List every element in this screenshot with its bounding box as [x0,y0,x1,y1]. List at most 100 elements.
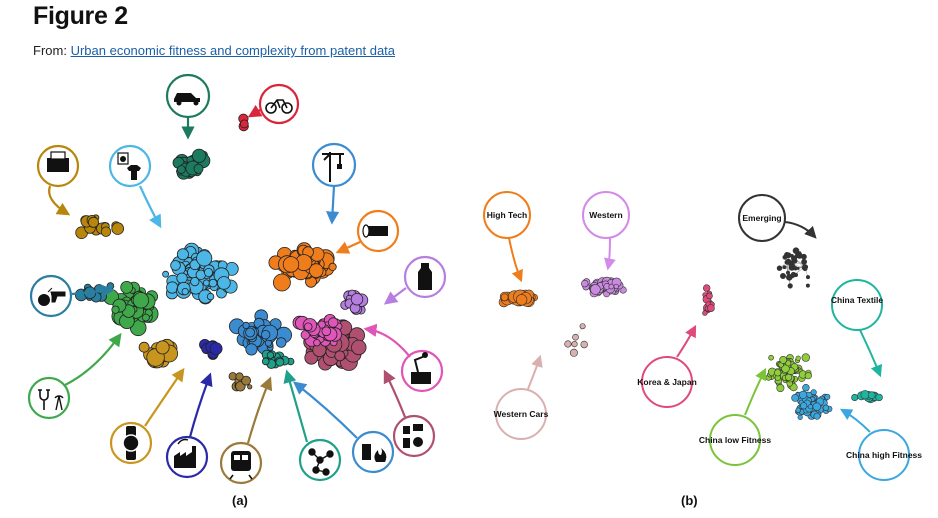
machinery-node [190,276,200,287]
bomb-gun-icon [29,274,115,318]
korea-japan-node [707,304,715,312]
callout-china-high-fitness: China high Fitness [839,408,922,481]
callout-china-high-fitness-label: China high Fitness [846,450,922,460]
china-low-node [768,354,774,361]
high-tech-node [500,293,509,302]
emerging-node [776,265,783,271]
emerging-node [805,283,810,288]
china-high-node [812,402,821,411]
bottle-icon [383,255,447,305]
electrical-node [141,313,150,322]
china-low-node [776,383,785,392]
callout-emerging-label: Emerging [742,213,781,223]
china-high-node [798,390,808,400]
callout-korea-japan: Korea & Japan [637,324,697,408]
emerging-node [785,270,790,275]
china-textile-node [875,393,883,402]
washing-machine-shirt-icon [108,144,162,229]
machinery-node [176,272,188,284]
printer-node [88,216,100,228]
figure-title: Figure 2 [33,2,128,30]
callout-china-low-fitness-label: China low Fitness [699,435,772,445]
panel-b-callouts: High Tech Western Emerging China Textile… [483,191,922,481]
fire-canister-icon [292,381,395,474]
machinery-node [170,260,181,271]
machinery-node [208,278,218,288]
emerging-node [792,258,798,264]
weapons-node [106,282,115,290]
machinery-node [176,248,189,261]
emerging-node [794,253,800,258]
fabric-roll-icon [335,209,400,254]
china-high-node [822,404,830,411]
food-node [334,350,346,362]
molecules-node [261,357,270,366]
china-low-node [784,373,793,382]
molecules-node [266,351,275,359]
car-node [192,148,207,163]
china-low-node [779,355,788,364]
textile-node [282,256,300,273]
train-icon [219,376,273,485]
panel-b-nodes [498,247,883,420]
emerging-node [782,265,787,270]
emerging-node [785,273,793,281]
emerging-node [787,283,793,289]
source-prefix: From: [33,43,67,58]
emerging-node [790,271,797,278]
car-node [176,165,186,174]
electrical-node [132,292,150,309]
car-node [193,163,204,174]
china-low-node [781,364,790,373]
transport-node [241,375,252,386]
emerging-node [784,259,790,265]
chemistry-node [260,330,271,340]
western-cars-node [569,348,578,357]
emerging-node [779,272,786,279]
printer-node [100,226,112,237]
lab-node [303,322,313,332]
western-node [608,283,615,290]
china-high-node [795,407,801,413]
korea-japan-node [702,284,711,292]
panel-a-network [74,113,369,392]
emerging-node [805,275,810,280]
callout-western-cars-label: Western Cars [494,409,549,419]
bicycle-node [239,119,249,129]
callout-emerging: Emerging [738,194,817,242]
emerging-node [801,264,808,271]
chemistry-node [275,337,287,348]
emerging-node [799,254,804,258]
chemistry-node [242,321,250,329]
textile-node [328,262,337,271]
western-cars-node [564,340,572,348]
textile-node [308,263,324,278]
transport-node [247,384,253,390]
watches-node [138,341,150,353]
svg-text:China Textile: China Textile [831,295,884,305]
transport-node [235,372,244,381]
china-high-node [800,402,808,410]
molecules-node [275,357,285,367]
korea-japan-node [702,310,708,316]
western-node [590,284,601,295]
high-tech-node [515,294,528,306]
source-link[interactable]: Urban economic fitness and complexity fr… [70,43,396,58]
chemistry-node [245,343,258,356]
china-textile-node [851,393,859,401]
machinery-node [217,276,231,290]
western-cars-node [571,341,578,348]
bicycle-icon [247,83,300,125]
machinery-node [162,270,170,278]
chemistry-node [245,327,256,338]
lab-node [313,339,321,347]
china-high-node [797,414,803,420]
china-high-node [813,412,821,420]
china-high-node [807,404,814,410]
callout-high-tech-label: High Tech [487,210,527,220]
factory-icon [165,372,213,479]
china-high-node [791,393,800,402]
china-low-node [801,353,810,362]
panel-b-caption: (b) [681,493,698,508]
western-node [580,279,589,288]
